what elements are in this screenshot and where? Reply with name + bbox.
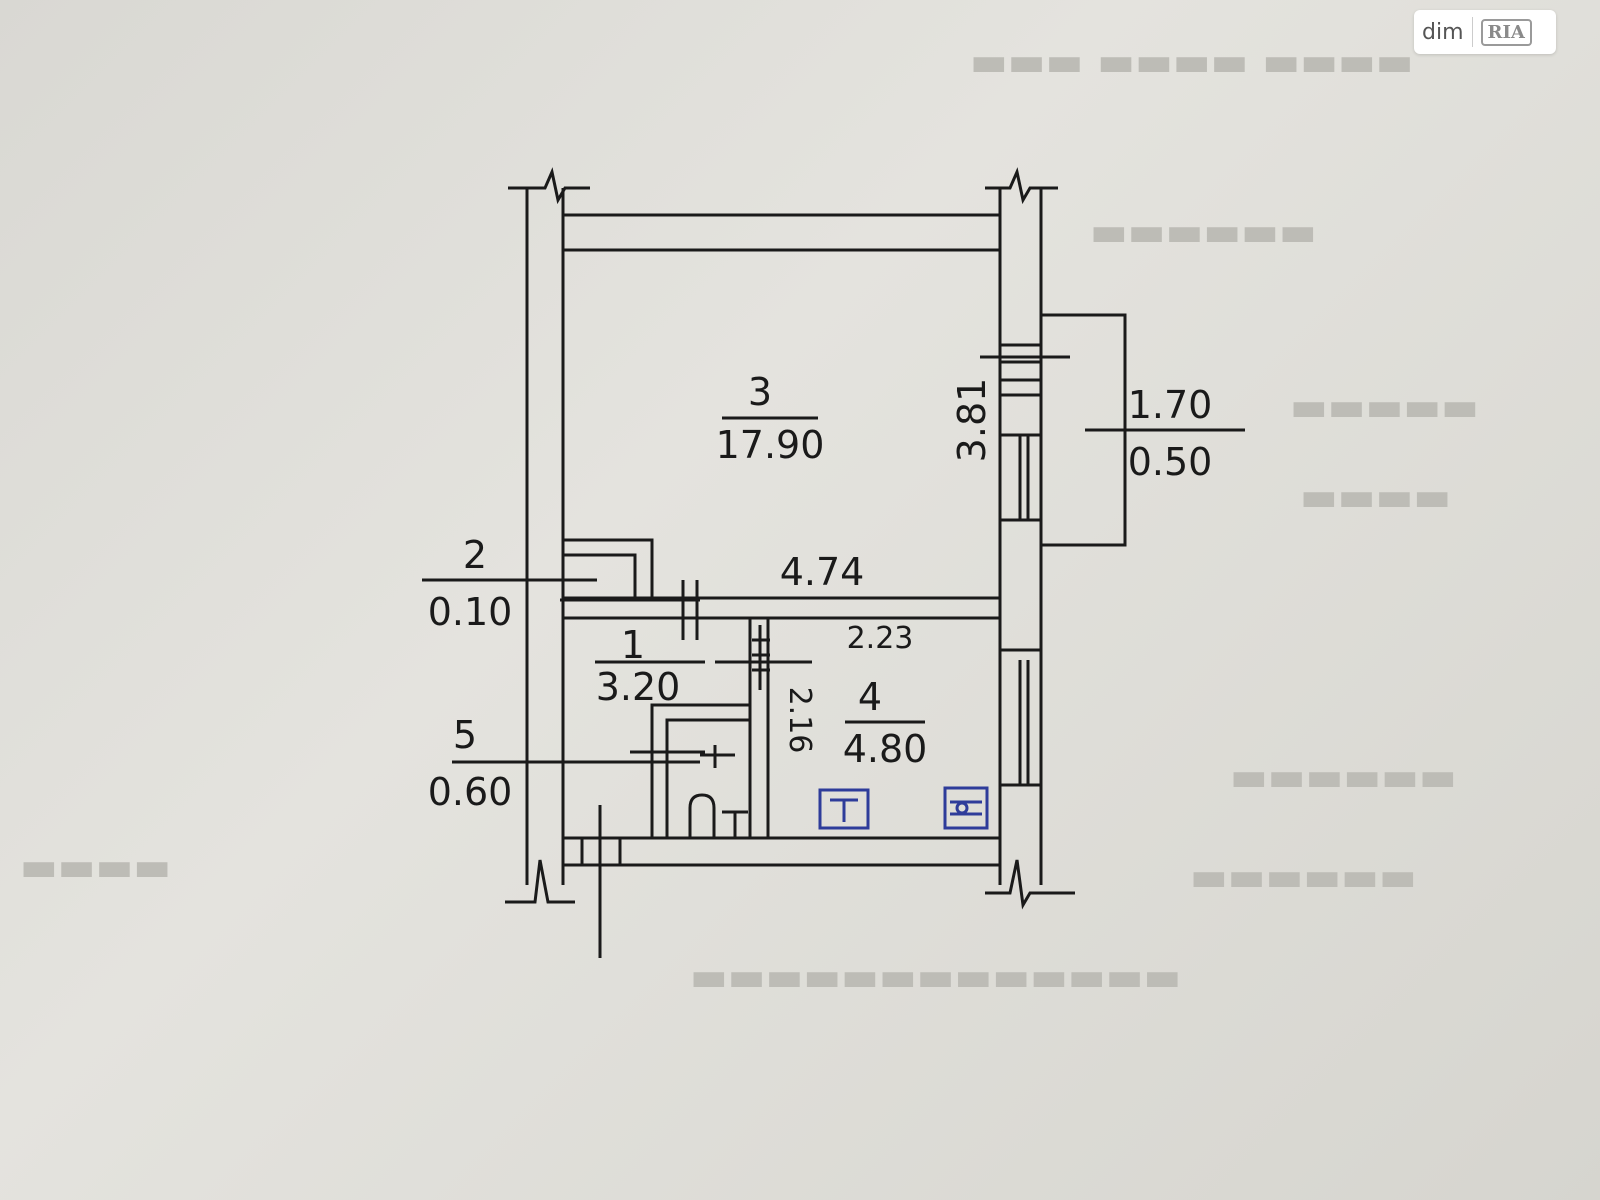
room-1-area: 3.20 bbox=[596, 665, 681, 709]
sink-icon bbox=[818, 788, 870, 830]
room-5-area: 0.60 bbox=[428, 770, 513, 814]
room-5-number: 5 bbox=[453, 713, 477, 757]
ria-logo: RIA bbox=[1480, 18, 1532, 46]
room-4-number: 4 bbox=[858, 675, 882, 719]
dim-ria-watermark: dim RIA bbox=[1414, 10, 1556, 54]
walls bbox=[505, 167, 1127, 958]
dimension-height-small: 2.16 bbox=[782, 687, 817, 754]
balcony-top-value: 1.70 bbox=[1128, 383, 1213, 427]
svg-text:▬▬▬▬▬▬: ▬▬▬▬▬▬ bbox=[1190, 853, 1417, 900]
room-4-area: 4.80 bbox=[843, 727, 928, 771]
svg-text:▬▬▬▬: ▬▬▬▬ bbox=[20, 843, 171, 890]
room-3-number: 3 bbox=[748, 370, 772, 414]
watermark-separator bbox=[1471, 17, 1473, 47]
svg-text:▬▬▬▬▬▬▬▬▬▬▬▬▬: ▬▬▬▬▬▬▬▬▬▬▬▬▬ bbox=[690, 953, 1181, 1000]
dimension-width-main: 4.74 bbox=[780, 550, 865, 594]
room-1-number: 1 bbox=[621, 623, 645, 667]
dimension-height-main: 3.81 bbox=[950, 378, 994, 463]
svg-text:▬▬▬▬: ▬▬▬▬ bbox=[1300, 473, 1451, 520]
svg-text:▬▬▬ ▬▬▬▬ ▬▬▬▬: ▬▬▬ ▬▬▬▬ ▬▬▬▬ bbox=[970, 38, 1414, 85]
balcony-bottom-value: 0.50 bbox=[1128, 440, 1213, 484]
room-2-area: 0.10 bbox=[428, 590, 513, 634]
watermark-text: dim bbox=[1422, 19, 1464, 45]
annotation-lines bbox=[422, 355, 1245, 764]
svg-text:▬▬▬▬▬: ▬▬▬▬▬ bbox=[1290, 383, 1479, 430]
labels: 3 17.90 3.81 1.70 0.50 2 0.10 4.74 2.23 … bbox=[428, 370, 1213, 814]
background-text: ▬▬▬ ▬▬▬▬ ▬▬▬▬ ▬▬▬▬▬▬ ▬▬▬▬▬ ▬▬▬▬ ▬▬▬▬▬▬ ▬… bbox=[20, 38, 1479, 1000]
stove-icon bbox=[943, 786, 989, 830]
svg-text:▬▬▬▬▬▬: ▬▬▬▬▬▬ bbox=[1230, 753, 1457, 800]
room-3-area: 17.90 bbox=[716, 423, 825, 467]
kitchen-appliances bbox=[818, 786, 989, 830]
room-2-number: 2 bbox=[463, 533, 487, 577]
svg-text:▬▬▬▬▬▬: ▬▬▬▬▬▬ bbox=[1090, 208, 1317, 255]
dimension-width-small: 2.23 bbox=[847, 621, 914, 656]
